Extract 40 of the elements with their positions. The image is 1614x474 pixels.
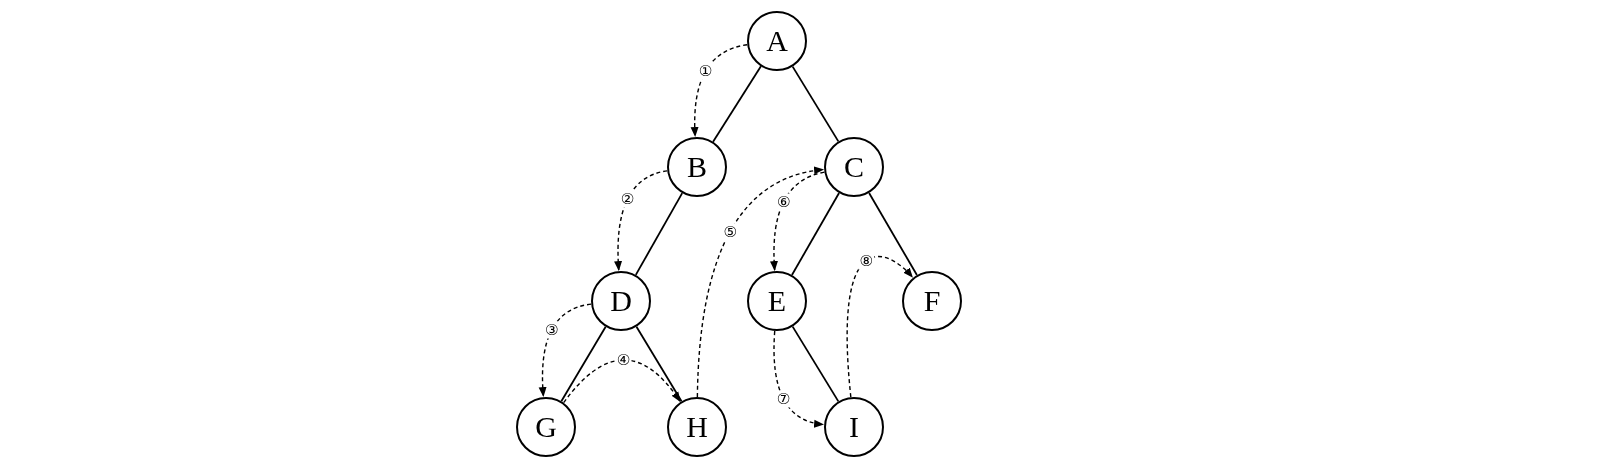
dashed-arrow	[696, 167, 825, 398]
node-letter: C	[844, 152, 864, 182]
edge-label: ③	[543, 321, 560, 339]
node-letter: F	[923, 286, 941, 316]
node-letter: G	[535, 412, 557, 442]
dashed-arrow	[773, 330, 825, 428]
tree-edge	[791, 192, 840, 276]
dashed-arrow	[614, 170, 668, 272]
dashed-arrow	[846, 256, 913, 398]
dashed-arrow	[690, 44, 748, 138]
edge-label: ②	[619, 190, 636, 208]
tree-edge	[791, 325, 840, 403]
tree-edge	[868, 192, 918, 276]
tree-edge	[791, 65, 840, 143]
node-letter: D	[610, 286, 632, 316]
dashed-arrow	[562, 359, 681, 404]
node-letter: I	[849, 412, 859, 442]
edge-label: ⑧	[858, 252, 874, 269]
tree-node-circle	[747, 271, 807, 331]
tree-node-circle	[516, 397, 576, 457]
node-letter: H	[686, 412, 708, 442]
tree-node-circle	[667, 397, 727, 457]
edge-label: ⑥	[776, 193, 792, 211]
tree-node-circle	[824, 137, 884, 197]
edge-label: ①	[697, 62, 714, 80]
tree-node-circle	[591, 271, 651, 331]
dashed-arrow	[538, 303, 592, 398]
tree-node-circle	[667, 137, 727, 197]
edge-label: ⑤	[722, 223, 738, 241]
edge-label: ⑦	[775, 390, 792, 408]
tree-node-circle	[824, 397, 884, 457]
tree-edge	[634, 192, 684, 276]
tree-edge	[712, 65, 762, 143]
tree-node-circle	[902, 271, 962, 331]
dashed-arrow	[770, 171, 826, 272]
tree-node-circle	[747, 11, 807, 71]
tree-edge	[560, 325, 607, 403]
node-letter: E	[767, 286, 787, 316]
node-letter: B	[687, 152, 707, 182]
node-letter: A	[766, 26, 788, 56]
